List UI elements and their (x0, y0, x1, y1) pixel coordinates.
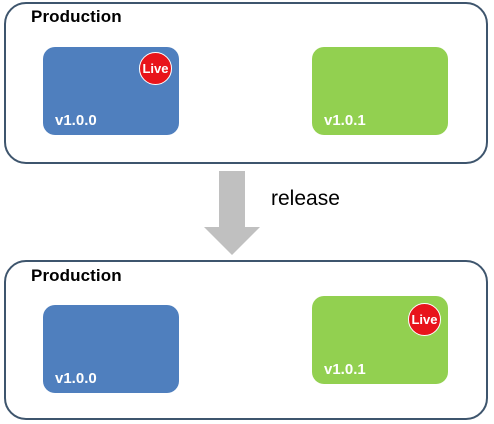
production-panel-before: Production Live v1.0.0 v1.0.1 (4, 2, 488, 164)
live-badge: Live (139, 52, 172, 85)
version-box-v1-0-1: v1.0.1 (312, 47, 448, 135)
version-label: v1.0.1 (324, 361, 366, 378)
release-label: release (271, 187, 340, 210)
version-label: v1.0.0 (55, 112, 97, 129)
version-label: v1.0.0 (55, 370, 97, 387)
version-box-v1-0-1: Live v1.0.1 (312, 296, 448, 384)
live-badge: Live (408, 303, 441, 336)
down-arrow-icon (204, 171, 260, 255)
panel-title: Production (31, 266, 122, 285)
version-label: v1.0.1 (324, 112, 366, 129)
panel-title: Production (31, 7, 122, 26)
production-panel-after: Production v1.0.0 Live v1.0.1 (4, 260, 488, 420)
version-box-v1-0-0: v1.0.0 (43, 305, 179, 393)
version-box-v1-0-0: Live v1.0.0 (43, 47, 179, 135)
